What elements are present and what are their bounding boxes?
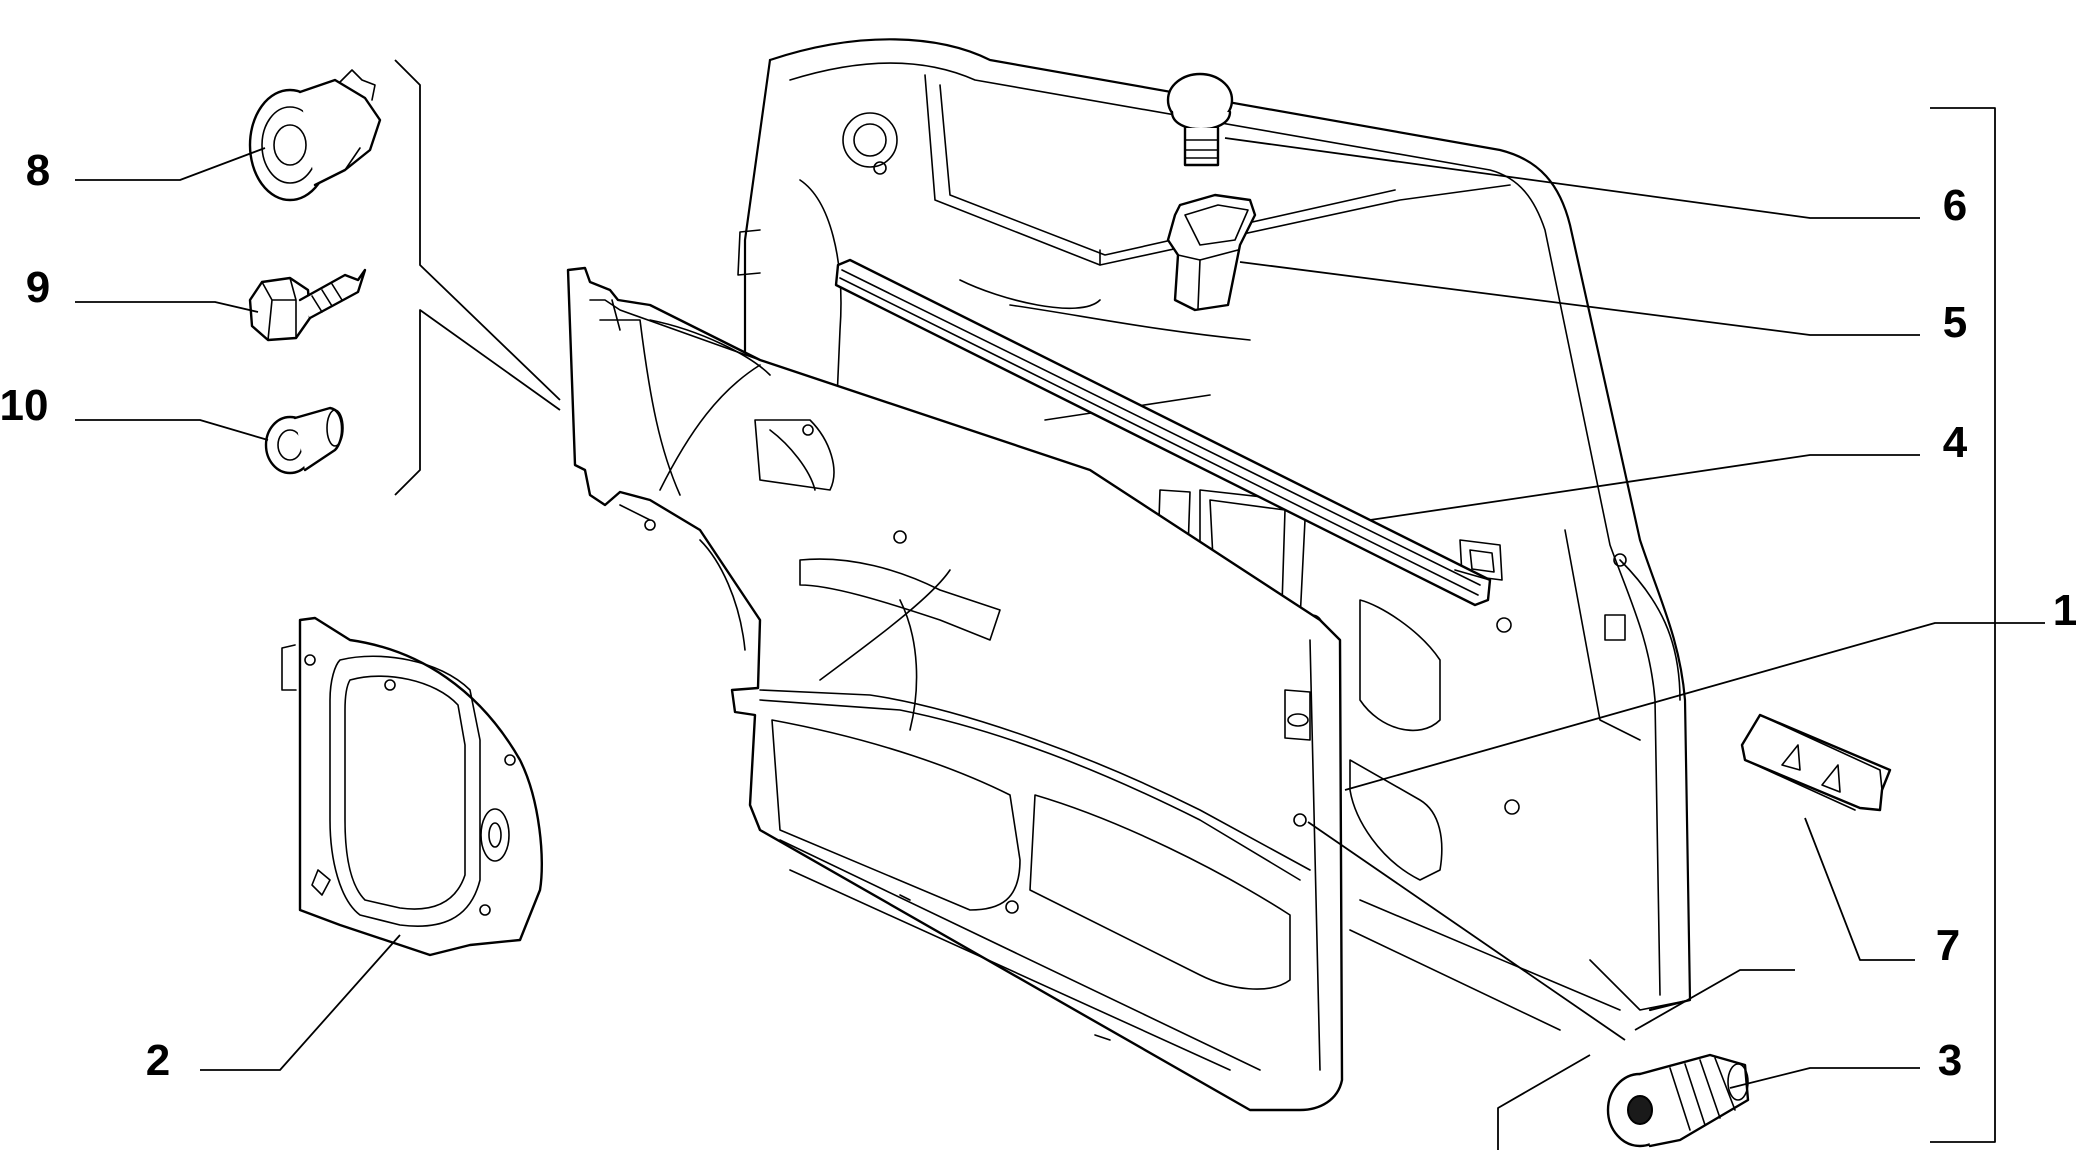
- part-3-lock-cylinder: [1606, 1053, 1750, 1148]
- part-8-push-clip: [248, 69, 382, 202]
- right-group-bracket: [1930, 107, 1996, 1143]
- callout-3: 3: [1938, 1036, 1962, 1085]
- leader-4: [1369, 454, 1920, 521]
- lock-group-bracket: [1497, 969, 1795, 1150]
- part-7-clip: [1740, 713, 1892, 812]
- callout-9: 9: [26, 263, 50, 312]
- callout-10: 10: [0, 381, 48, 430]
- leader-3: [1729, 1067, 1920, 1089]
- callout-labels: 8 9 10 2 6 5 4 1 7 3: [0, 146, 2077, 1085]
- leader-9: [75, 301, 259, 313]
- leader-6: [1224, 137, 1920, 219]
- callout-5: 5: [1943, 298, 1967, 347]
- leader-7: [1804, 817, 1915, 961]
- door-trim-panel: [566, 266, 1344, 1112]
- leader-10: [75, 419, 269, 441]
- left-group-bracket: [394, 59, 561, 496]
- callout-6: 6: [1943, 181, 1967, 230]
- leader-lines: [75, 137, 2045, 1089]
- leader-1: [1344, 622, 2045, 791]
- part-9-screw: [248, 268, 367, 342]
- leader-1b: [1307, 821, 1626, 1041]
- callout-8: 8: [26, 146, 50, 195]
- callout-1: 1: [2053, 586, 2077, 635]
- part-5-guide-clip: [1166, 193, 1257, 312]
- callout-4: 4: [1943, 418, 1968, 467]
- leader-5: [1239, 261, 1920, 336]
- part-2-speaker-bracket: [281, 616, 543, 957]
- window-seal-strip: [834, 258, 1492, 607]
- callout-2: 2: [146, 1036, 170, 1085]
- part-6-plug: [1166, 72, 1234, 167]
- part-10-grommet: [264, 406, 344, 475]
- leader-8: [75, 147, 266, 181]
- callout-7: 7: [1936, 921, 1960, 970]
- leader-2: [200, 934, 401, 1071]
